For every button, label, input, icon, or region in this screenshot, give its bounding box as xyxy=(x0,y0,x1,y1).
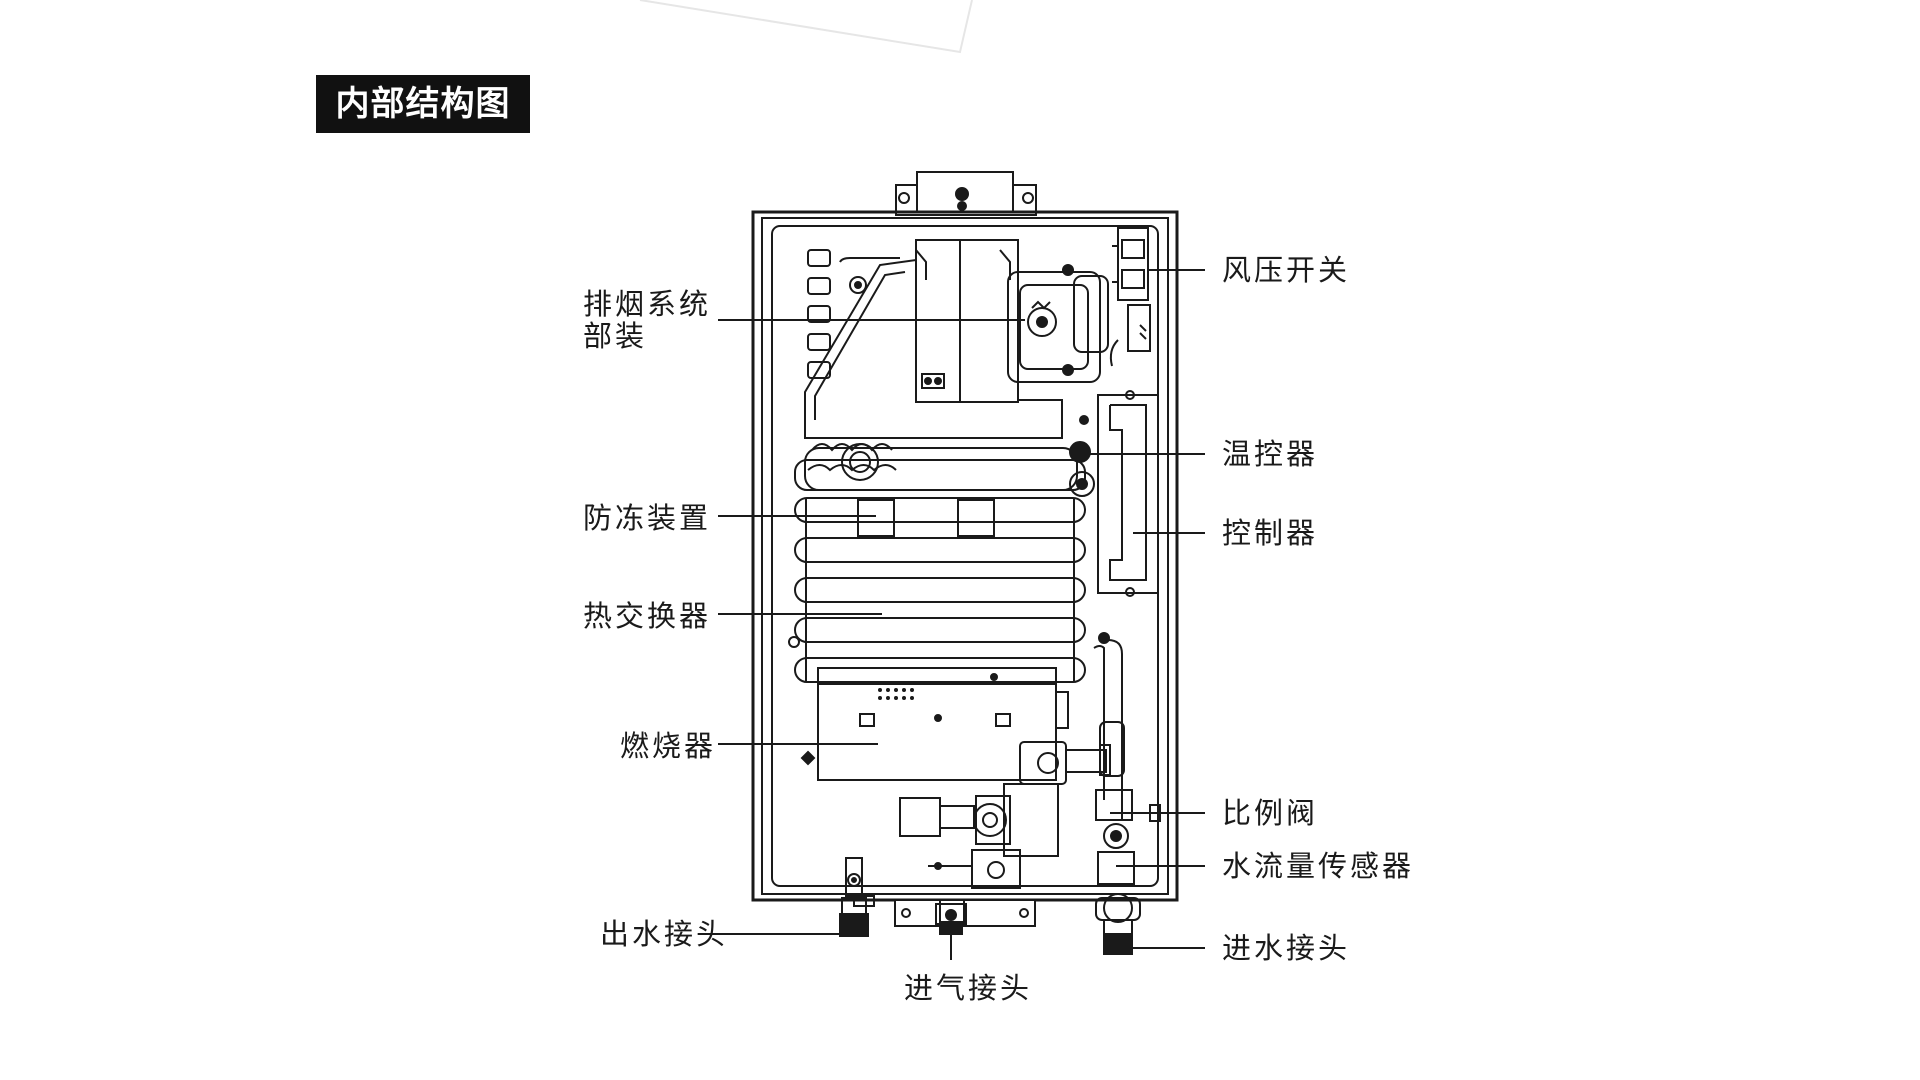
controller-part xyxy=(1097,390,1159,597)
label-exhaust-system: 排烟系统 部装 xyxy=(583,287,712,353)
mounting-bracket xyxy=(895,171,1037,216)
label-heat-exchanger: 热交换器 xyxy=(583,599,712,633)
label-antifreeze-device: 防冻装置 xyxy=(583,501,712,535)
leader-lines xyxy=(718,269,1205,949)
page-title: 内部结构图 xyxy=(316,75,530,133)
label-controller: 控制器 xyxy=(1222,516,1319,550)
antifreeze-device-part xyxy=(794,415,1095,497)
water-inlet-connector-part xyxy=(1095,893,1141,955)
proportional-valve-part xyxy=(899,741,1111,889)
label-thermostat: 温控器 xyxy=(1222,437,1319,471)
label-gas-inlet-connector: 进气接头 xyxy=(904,971,1033,1005)
label-water-inlet-connector: 进水接头 xyxy=(1222,931,1351,965)
wind-pressure-switch-part xyxy=(1109,227,1151,367)
water-flow-sensor-part xyxy=(1093,639,1161,885)
vent-slots xyxy=(807,249,831,379)
label-proportional-valve: 比例阀 xyxy=(1222,796,1319,830)
label-burner: 燃烧器 xyxy=(620,729,717,763)
label-water-outlet-connector: 出水接头 xyxy=(600,917,729,951)
water-outlet-connector-part xyxy=(839,857,869,937)
label-water-flow-sensor: 水流量传感器 xyxy=(1222,849,1415,883)
label-wind-pressure-switch: 风压开关 xyxy=(1222,253,1351,287)
heat-exchanger-part xyxy=(788,497,1110,683)
gas-inlet-connector-part xyxy=(935,903,967,960)
burner-part xyxy=(800,667,1069,781)
